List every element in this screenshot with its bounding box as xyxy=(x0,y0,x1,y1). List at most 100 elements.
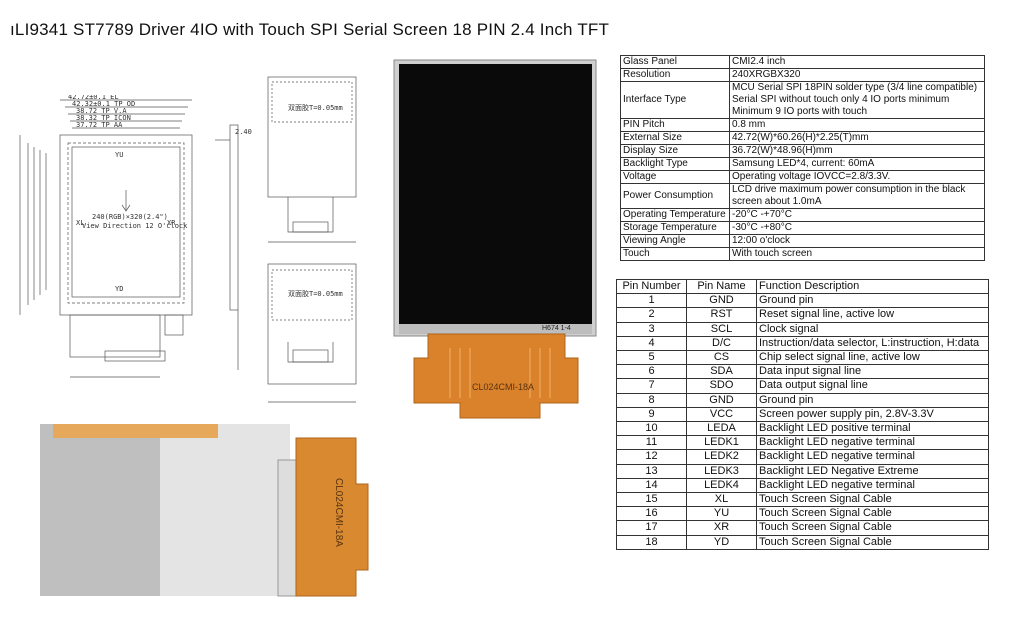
spec-value-line: 12:00 o'clock xyxy=(732,235,791,246)
pin-name: SDO xyxy=(686,378,757,394)
spec-key: Resolution xyxy=(620,68,730,82)
top-detail-drawing: 双面胶T=0.05mm xyxy=(267,76,357,243)
spec-row: Storage Temperature-30°C -+80°C xyxy=(620,221,985,235)
svg-text:YD: YD xyxy=(115,285,123,293)
spec-value-line: 42.72(W)*60.26(H)*2.25(T)mm xyxy=(732,132,869,143)
pin-number: 5 xyxy=(616,350,687,366)
spec-value: -30°C -+80°C xyxy=(729,221,985,235)
pin-name: LEDK1 xyxy=(686,435,757,451)
svg-text:XR: XR xyxy=(167,219,176,227)
fpc-label-bottom: CL024CMI-18A xyxy=(333,478,344,547)
spec-key: Backlight Type xyxy=(620,157,730,171)
spec-value-line: With touch screen xyxy=(732,248,813,259)
spec-value-line: 36.72(W)*48.96(H)mm xyxy=(732,145,833,156)
pin-name-header: Pin Name xyxy=(686,278,757,295)
spec-value-line: screen about 1.0mA xyxy=(732,196,822,207)
pin-number: 15 xyxy=(616,492,687,508)
pin-name: LEDK4 xyxy=(686,477,757,494)
pin-number: 9 xyxy=(616,406,687,423)
function-description-header: Function Description xyxy=(756,278,989,295)
spec-value-line: Minimum 9 IO ports with touch xyxy=(732,106,868,117)
fpc-label: CL024CMI-18A xyxy=(472,382,534,392)
pin-function: Backlight LED negative terminal xyxy=(756,477,989,494)
pin-definition-table: Pin Number Pin Name Function Description… xyxy=(616,278,989,550)
pin-name: RST xyxy=(686,307,757,323)
spec-value: With touch screen xyxy=(729,247,985,261)
spec-key: Operating Temperature xyxy=(620,208,730,222)
pin-name: XL xyxy=(686,492,757,508)
spec-value-line: -20°C -+70°C xyxy=(732,209,792,220)
pin-function: Clock signal xyxy=(756,321,989,337)
svg-text:37.72 TP AA: 37.72 TP AA xyxy=(76,121,123,129)
pin-name: SCL xyxy=(686,321,757,337)
pin-name: VCC xyxy=(686,406,757,423)
spec-value-line: Operating voltage IOVCC=2.8/3.3V. xyxy=(732,171,891,182)
pin-name: YD xyxy=(686,534,757,550)
pin-function: Data output signal line xyxy=(756,378,989,394)
pin-number: 17 xyxy=(616,520,687,536)
spec-value: 240XRGBX320 xyxy=(729,68,985,82)
spec-value-line: CMI2.4 inch xyxy=(732,56,786,67)
spec-value: MCU Serial SPI 18PIN solder type (3/4 li… xyxy=(729,81,985,119)
lcd-module-photo: CL024CMI-18A H674 1-4 xyxy=(393,59,597,419)
fpc-marking: H674 1-4 xyxy=(542,325,571,332)
pin-number: 8 xyxy=(616,392,687,408)
spec-value: 0.8 mm xyxy=(729,118,985,132)
pin-function: Backlight LED negative terminal xyxy=(756,449,989,465)
svg-text:YU: YU xyxy=(115,151,123,159)
pin-number: 11 xyxy=(616,435,687,451)
spec-value-line: MCU Serial SPI 18PIN solder type (3/4 li… xyxy=(732,82,978,93)
spec-value-line: 0.8 mm xyxy=(732,119,766,130)
pin-name: XR xyxy=(686,520,757,536)
spec-value-line: Serial SPI without touch only 4 IO ports… xyxy=(732,94,950,105)
spec-value: 36.72(W)*48.96(H)mm xyxy=(729,144,985,158)
bottom-detail-drawing: 双面胶T=0.05mm xyxy=(267,263,357,403)
pin-number: 4 xyxy=(616,335,687,352)
front-center-label: 240(RGB)×320(2.4") xyxy=(92,213,168,221)
page-title: ıLI9341 ST7789 Driver 4IO with Touch SPI… xyxy=(10,20,610,39)
pin-name: LEDK3 xyxy=(686,463,757,479)
spec-value-line: -30°C -+80°C xyxy=(732,222,792,233)
pin-name: SDA xyxy=(686,364,757,380)
pin-number: 14 xyxy=(616,477,687,494)
svg-text:42.32±0.1 TP OD: 42.32±0.1 TP OD xyxy=(72,100,135,108)
pin-table-header: Pin Number Pin Name Function Description xyxy=(616,278,989,295)
pin-name: GND xyxy=(686,392,757,408)
tape-label-bottom: 双面胶T=0.05mm xyxy=(288,289,343,298)
spec-value: CMI2.4 inch xyxy=(729,55,985,69)
pin-function: Backlight LED positive terminal xyxy=(756,421,989,437)
spec-key: Glass Panel xyxy=(620,55,730,69)
pin-number: 7 xyxy=(616,378,687,394)
svg-text:2.40: 2.40 xyxy=(235,128,252,136)
pin-function: Touch Screen Signal Cable xyxy=(756,534,989,550)
spec-value-line: 240XRGBX320 xyxy=(732,69,801,80)
pin-function: Touch Screen Signal Cable xyxy=(756,506,989,522)
spec-value: 42.72(W)*60.26(H)*2.25(T)mm xyxy=(729,131,985,145)
spec-row: Operating Temperature-20°C -+70°C xyxy=(620,208,985,222)
pin-name: CS xyxy=(686,350,757,366)
spec-key: Voltage xyxy=(620,170,730,184)
front-view-direction-label: View Direction 12 O'clock xyxy=(82,222,188,230)
spec-key: Interface Type xyxy=(620,81,730,119)
spec-key: Touch xyxy=(620,247,730,261)
front-mechanical-drawing: 42.72±0.1 EL 42.32±0.1 TP OD 38.72 TP V.… xyxy=(19,95,193,378)
pin-function: Touch Screen Signal Cable xyxy=(756,520,989,536)
